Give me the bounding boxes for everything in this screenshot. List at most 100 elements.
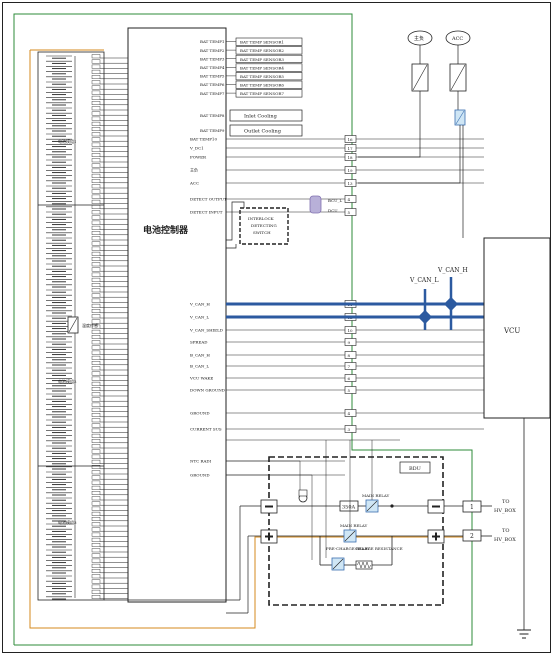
cell-tap-terminal [91, 439, 101, 443]
cell-tap-terminal [91, 147, 101, 152]
interlock-wire [226, 201, 245, 241]
temp-sensor-box [235, 46, 303, 55]
output-2-to: TO [502, 528, 509, 534]
pin-label: DETECT OUTPUT [190, 197, 227, 202]
main-relay-pos-diag [344, 530, 356, 542]
cell-tap-terminal [91, 142, 101, 147]
vcu-can-h-label: V_CAN_H [437, 267, 468, 274]
temp-sensor-box [235, 63, 303, 72]
cell-tap-terminal [91, 303, 101, 308]
temp-pin-label: BAT TEMP4 [200, 65, 225, 70]
pin-label: GROUND [190, 473, 210, 478]
cell-tap-terminal [91, 277, 101, 282]
out-minus-sign [432, 505, 440, 508]
cell-tap-terminal [91, 517, 101, 521]
cell-tap-terminal [91, 95, 101, 100]
pin-number: 18 [348, 155, 354, 160]
cell-tap-terminal [91, 428, 101, 433]
cell-tap-terminal [91, 433, 101, 438]
cell-tap-terminal [91, 553, 101, 558]
cell-tap-terminal [91, 454, 101, 459]
pin-label: BAT TEMP10 [190, 137, 217, 142]
cell-tap-terminal [91, 54, 101, 59]
pin-label: B_CAN_L [190, 364, 209, 369]
cell-tap-terminal [91, 418, 101, 423]
cell-tap-terminal [91, 579, 101, 584]
pin-label: NTC RADI [190, 459, 212, 464]
acc-feed [358, 125, 461, 184]
cell-tap-terminal [91, 475, 101, 480]
cell-tap-terminal [91, 537, 101, 542]
pin-number: 13 [348, 181, 354, 186]
cell-tap-terminal [91, 80, 101, 85]
cell-tap-terminal [91, 64, 101, 69]
module-label-3: 电池模组3 [58, 519, 77, 525]
interlock-label-3: SWITCH [253, 230, 271, 235]
cell-tap-terminal [91, 574, 101, 579]
cell-tap-terminal [91, 179, 101, 184]
cell-tap-terminal [91, 522, 101, 527]
can-node-l [417, 309, 433, 325]
minus-sign [265, 505, 273, 508]
bdu-label-box [399, 461, 431, 474]
stack-temp-sensor-label: 温度传感 [82, 322, 98, 328]
precharge-relay-label: PRE-CHARGE RELAY [326, 546, 370, 551]
pin-number-box [344, 195, 357, 203]
cell-tap-terminal [91, 262, 101, 267]
pin-label: POWER [190, 155, 207, 160]
cell-tap-terminal [91, 236, 101, 241]
temp-sensor-label: BAT TEMP SENSOR6 [240, 83, 284, 88]
main-relay-neg-diag [366, 500, 378, 512]
acc-blue-diag [455, 110, 465, 125]
cell-tap-terminal [91, 272, 101, 277]
pin-label: V_CAN_H [189, 302, 210, 307]
cell-tap-terminal [91, 366, 101, 371]
cell-tap-terminal [91, 459, 101, 464]
out-plus-sign-v [435, 532, 437, 541]
cell-tap-terminal [91, 267, 101, 272]
pin-number: 4 [348, 197, 351, 202]
stack-temp-sensor-diag [68, 317, 78, 333]
temp-pin-label: BAT TEMP1 [200, 39, 224, 44]
cell-tap-terminal [91, 350, 101, 355]
output-terminal-2 [462, 529, 482, 542]
cell-tap-terminal [91, 231, 101, 236]
cell-tap-terminal [91, 444, 101, 449]
cell-tap-terminal [91, 397, 101, 402]
pin-number: 17 [348, 146, 354, 151]
cell-tap-terminal [91, 257, 101, 261]
output-1-dest: HV_BOX [494, 508, 516, 514]
cell-tap-terminal [91, 381, 101, 386]
cell-tap-terminal [91, 558, 101, 563]
cell-tap-terminal [91, 283, 101, 287]
pin-number: 6 [348, 376, 351, 381]
cell-tap-terminal [91, 106, 101, 111]
cell-tap-terminal [91, 527, 101, 532]
cell-tap-terminal [91, 85, 101, 90]
pin-number: 8 [348, 353, 351, 358]
pin-number: 5 [348, 388, 351, 393]
cell-tap-terminal [91, 163, 101, 168]
cell-tap-terminal [91, 90, 101, 95]
bdu-junction [390, 504, 394, 508]
pin-number: 10 [348, 328, 354, 333]
cell-tap-terminal [91, 485, 101, 490]
module-label-1: 电池模组1 [58, 138, 77, 144]
cell-tap-terminal [91, 376, 101, 381]
interlock-label-2: DETECTING [251, 223, 277, 228]
vcu-label: VCU [503, 327, 520, 335]
cell-tap-terminal [91, 371, 101, 376]
pin-number: 3 [348, 427, 351, 432]
cooling-pin-2: BAT TEMP9 [200, 128, 225, 133]
module-label-2: 电池模组2 [58, 378, 77, 384]
cell-tap-terminal [91, 584, 101, 589]
pin-label: GROUND [190, 411, 210, 416]
cell-tap-terminal [91, 402, 101, 407]
cell-tap-terminal [91, 210, 101, 215]
pin-label: CURRENT SUS [190, 427, 222, 432]
main-negative-label: 主负 [414, 35, 424, 42]
cell-tap-terminal [91, 563, 101, 568]
battery-cell-stack [46, 54, 101, 600]
